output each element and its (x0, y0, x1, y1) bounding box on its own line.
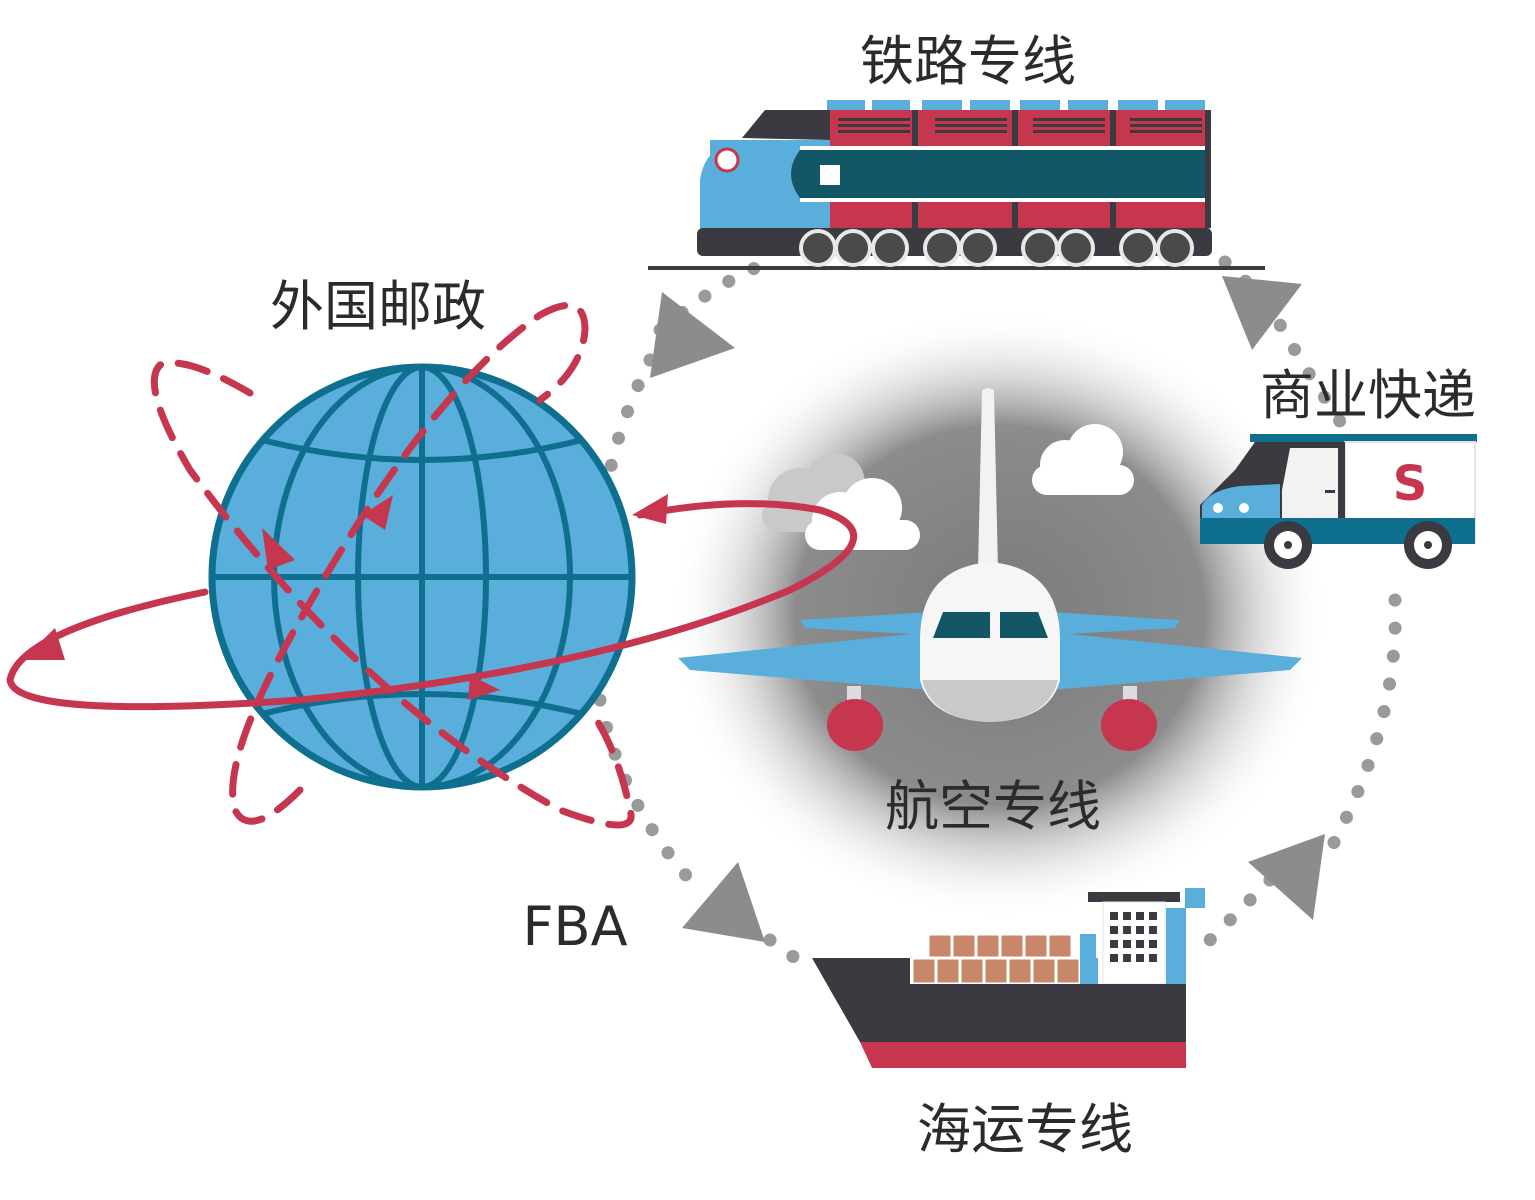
arrow-to-sea-icon (682, 862, 765, 942)
arrow-to-express-icon (1222, 276, 1302, 350)
cloud-icon (762, 453, 920, 550)
label-commercial-express: 商业快递 (1260, 364, 1476, 427)
label-rail-line: 铁路专线 (860, 30, 1076, 93)
globe-icon (208, 363, 636, 791)
label-air-line: 航空专线 (885, 775, 1101, 838)
cargo-ship-icon (812, 888, 1205, 1068)
train-icon (648, 100, 1265, 270)
truck-logo-text: S (1393, 456, 1428, 512)
ship-bridge-windows (1110, 912, 1157, 962)
orbit-arrow-icons (22, 494, 668, 700)
delivery-truck-icon: S (1200, 434, 1477, 569)
label-foreign-post: 外国邮政 (270, 275, 486, 338)
cloud-icon (1032, 424, 1134, 495)
arrow-to-rail-icon (650, 292, 735, 378)
label-fba: FBA (522, 895, 627, 958)
arrow-from-sea-icon (1248, 834, 1325, 920)
orbit-loops (6, 302, 857, 829)
ship-containers (910, 932, 1082, 986)
label-sea-line: 海运专线 (917, 1098, 1133, 1161)
airplane-icon (678, 388, 1302, 751)
